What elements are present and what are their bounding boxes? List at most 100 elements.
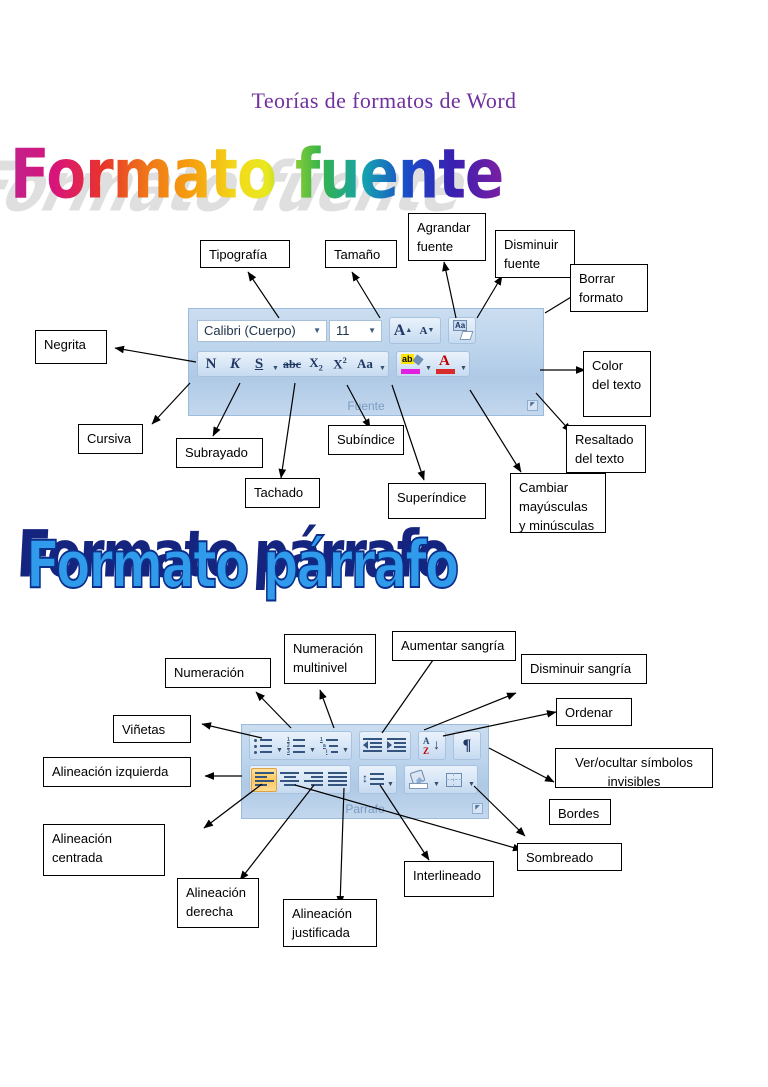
paragraph-dialog-launcher[interactable]: ◤ — [472, 803, 483, 814]
multilevel-list-button[interactable]: 1 a i — [317, 735, 341, 757]
callout-label: Agrandar fuente — [417, 220, 471, 254]
callout-alineacion-derecha: Alineación derecha — [177, 878, 259, 928]
wordart-formato-parrafo: Formato párrafo — [25, 526, 460, 603]
text-color-button[interactable]: A — [433, 353, 459, 375]
callout-label: Tipografía — [209, 247, 268, 262]
strikethrough-button[interactable]: abc — [283, 356, 301, 371]
bullets-button[interactable] — [251, 735, 275, 757]
callout-label: Interlineado — [413, 868, 481, 883]
callout-ver-ocultar-simbolos: Ver/ocultar símbolos invisibles — [555, 748, 713, 789]
callout-subindice: Subíndice — [328, 425, 404, 455]
italic-button[interactable]: K — [229, 355, 240, 372]
callout-alineacion-justificada: Alineación justificada — [283, 899, 377, 947]
underline-dropdown-icon[interactable]: ▼ — [272, 365, 279, 372]
font-name-value: Calibri (Cuerpo) — [204, 323, 296, 338]
borders-button[interactable] — [441, 769, 467, 791]
clear-format-icon: Aa — [450, 320, 474, 341]
align-left-button[interactable] — [251, 767, 277, 792]
numbering-button[interactable]: 1 2 3 — [284, 735, 308, 757]
bold-button[interactable]: N — [205, 355, 217, 372]
shading-borders-group: ▼ ▼ — [404, 765, 478, 794]
callout-alineacion-centrada: Alineación centrada — [43, 824, 165, 876]
increase-indent-icon — [387, 737, 407, 754]
callout-label: Ver/ocultar símbolos invisibles — [575, 755, 693, 789]
alignment-group — [249, 765, 351, 794]
grow-font-button[interactable]: A▲ — [393, 321, 413, 339]
align-left-icon — [254, 772, 274, 787]
highlight-icon: ab — [400, 354, 424, 374]
font-size-input[interactable]: 11 ▼ — [329, 319, 382, 342]
shading-icon — [409, 768, 429, 789]
callout-sombreado: Sombreado — [517, 843, 622, 871]
callout-label: Cambiar mayúsculas y minúsculas — [519, 480, 595, 533]
page-title: Teorías de formatos de Word — [251, 88, 517, 113]
font-group-label: Fuente — [347, 399, 385, 413]
callout-cursiva: Cursiva — [78, 424, 143, 454]
numbering-icon: 1 2 3 — [287, 737, 305, 754]
callout-label: Alineación justificada — [292, 906, 352, 940]
highlight-dropdown-icon[interactable]: ▼ — [425, 365, 432, 372]
align-center-icon — [279, 772, 299, 787]
clear-format-button[interactable]: Aa — [450, 320, 474, 342]
decrease-indent-button[interactable] — [361, 735, 385, 757]
superscript-button[interactable]: X2 — [333, 355, 347, 372]
align-center-button[interactable] — [277, 769, 301, 791]
text-color-dropdown-icon[interactable]: ▼ — [460, 365, 467, 372]
shading-dropdown-icon[interactable]: ▼ — [433, 780, 440, 788]
callout-disminuir-sangria: Disminuir sangría — [521, 654, 647, 684]
paragraph-group-label: Parrafo — [345, 802, 385, 816]
line-spacing-button[interactable]: ↕ — [360, 769, 386, 791]
multilevel-list-icon: 1 a i — [320, 737, 338, 754]
callout-label: Numeración multinivel — [293, 641, 364, 675]
callout-label: Borrar formato — [579, 271, 624, 305]
multilevel-dropdown-icon[interactable]: ▼ — [342, 746, 349, 754]
font-dialog-launcher[interactable]: ◤ — [527, 400, 538, 411]
font-name-input[interactable]: Calibri (Cuerpo) ▼ — [197, 319, 327, 342]
callout-label: Subrayado — [185, 445, 248, 460]
callout-label: Numeración — [174, 665, 245, 680]
change-case-button[interactable]: Aa — [357, 356, 373, 371]
callout-disminuir-fuente: Disminuir fuente — [495, 230, 575, 278]
show-formatting-marks-button[interactable]: ¶ — [455, 735, 479, 757]
bullets-dropdown-icon[interactable]: ▼ — [276, 746, 283, 754]
callout-alineacion-izquierda: Alineación izquierda — [43, 757, 191, 787]
callout-numeracion: Numeración — [165, 658, 271, 688]
line-spacing-group: ↕ ▼ — [358, 765, 397, 794]
font-size-stepper-group: A▲ A▼ — [389, 317, 441, 344]
callout-superindice: Superíndice — [388, 483, 486, 519]
callout-resaltado-del-texto: Resaltado del texto — [566, 425, 646, 473]
line-spacing-dropdown-icon[interactable]: ▼ — [387, 780, 394, 788]
text-highlight-button[interactable]: ab — [398, 353, 424, 375]
formatting-marks-group: ¶ — [453, 731, 481, 760]
borders-dropdown-icon[interactable]: ▼ — [468, 780, 475, 788]
align-right-button[interactable] — [301, 769, 325, 791]
align-justify-icon — [327, 772, 347, 787]
callout-label: Color del texto — [592, 358, 642, 392]
callout-label: Tachado — [254, 485, 304, 500]
text-color-icon: A — [435, 353, 457, 374]
subscript-button[interactable]: X2 — [309, 355, 323, 373]
callout-label: Ordenar — [565, 705, 613, 720]
list-group: ▼ 1 2 3 ▼ 1 a i ▼ — [249, 731, 352, 760]
font-size-value: 11 — [336, 323, 350, 338]
numbering-dropdown-icon[interactable]: ▼ — [309, 746, 316, 754]
callout-tamano: Tamaño — [325, 240, 397, 268]
callout-label: Subíndice — [337, 432, 395, 447]
callout-subrayado: Subrayado — [176, 438, 263, 468]
chevron-down-icon[interactable]: ▼ — [313, 326, 321, 335]
callout-numeracion-multinivel: Numeración multinivel — [284, 634, 376, 684]
change-case-dropdown-icon[interactable]: ▼ — [379, 365, 386, 372]
font-style-group: N K S ▼ abc X2 X2 Aa ▼ — [197, 351, 389, 377]
callout-bordes: Bordes — [549, 799, 611, 825]
chevron-down-icon[interactable]: ▼ — [368, 326, 376, 335]
callout-label: Aumentar sangría — [401, 638, 505, 653]
font-color-group: ab ▼ A ▼ — [396, 351, 470, 377]
shrink-font-button[interactable]: A▼ — [419, 324, 435, 337]
underline-button[interactable]: S — [254, 355, 264, 372]
shading-button[interactable] — [406, 768, 432, 791]
increase-indent-button[interactable] — [385, 735, 409, 757]
align-justify-button[interactable] — [325, 769, 349, 791]
